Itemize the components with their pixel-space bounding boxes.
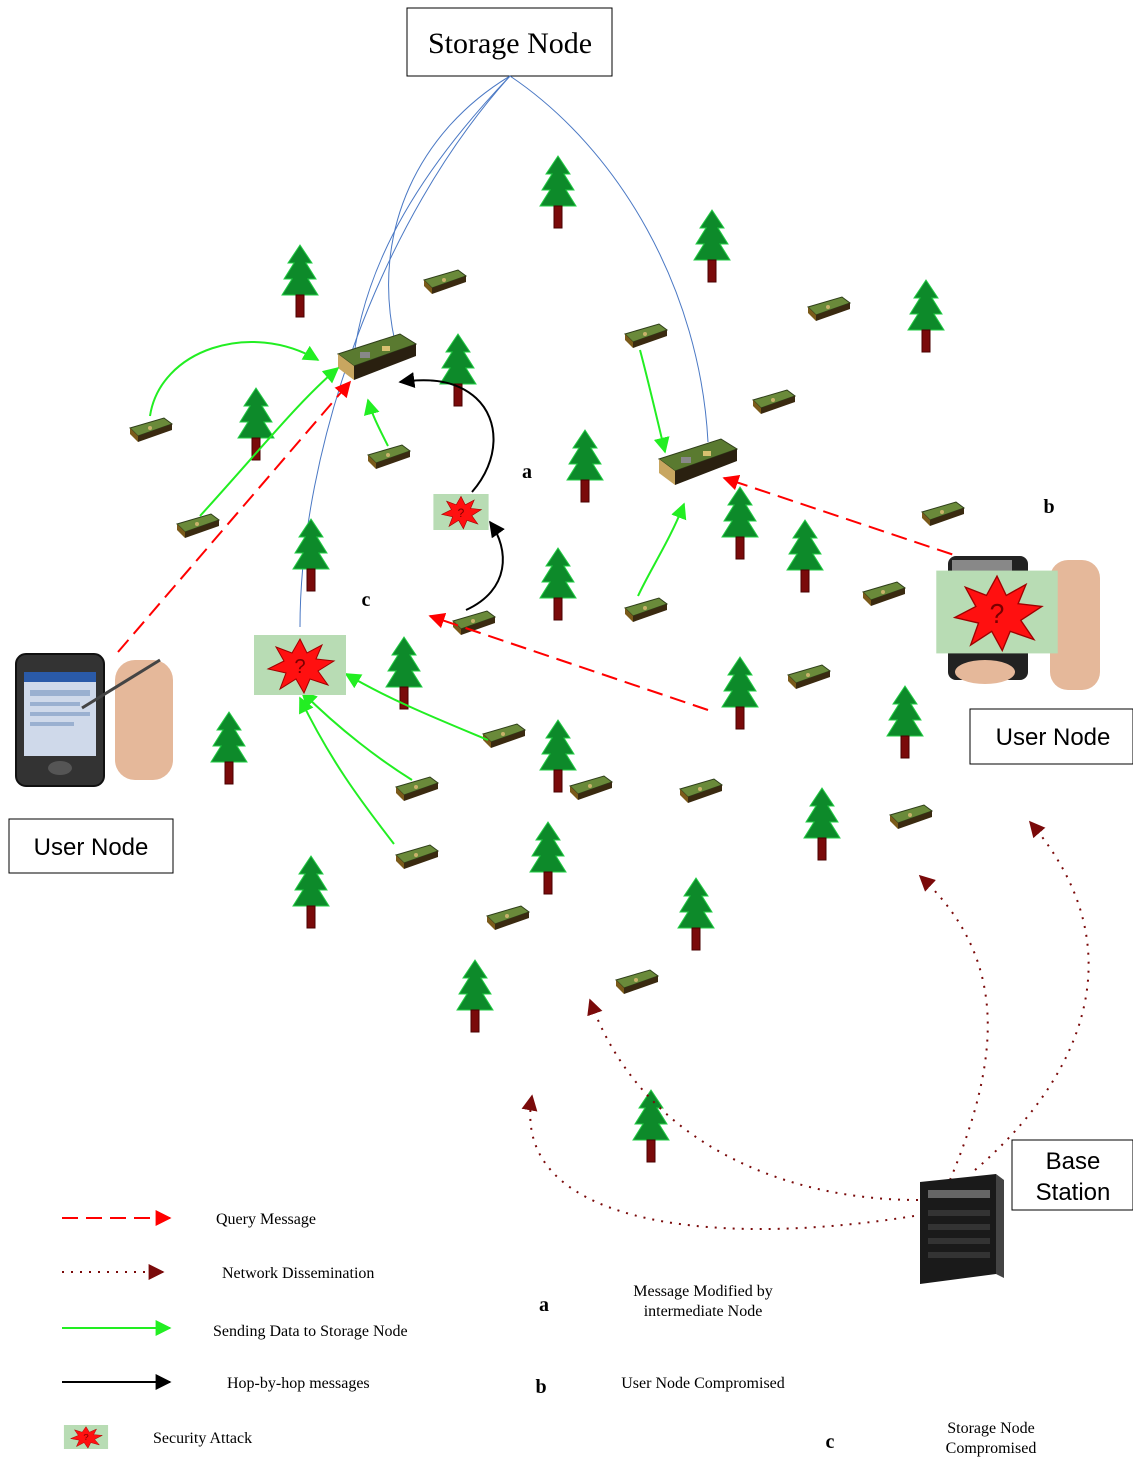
pine-tree-icon (292, 855, 330, 929)
pine-tree-icon (786, 519, 824, 593)
key-c-line1: Storage Node (947, 1420, 1035, 1437)
pine-tree-icon (886, 685, 924, 759)
pine-tree-icon (529, 821, 567, 895)
attack-key: a Message Modified by intermediate Node … (535, 1283, 1036, 1457)
hop-arrows (398, 372, 505, 611)
user-node-left-label: User Node (34, 834, 149, 861)
pine-tree-icon (566, 429, 604, 503)
legend-attack-icon (63, 1424, 109, 1450)
pine-tree-icon (803, 787, 841, 861)
security-attack-icon (253, 634, 347, 696)
storage-mote-right-icon (658, 438, 738, 486)
security-attack-icon (433, 493, 489, 531)
legend-hop-label: Hop-by-hop messages (227, 1375, 370, 1392)
storage-node-label: Storage Node (428, 27, 592, 60)
sensor-mote-icon (367, 444, 411, 470)
data-flow-arrows (149, 340, 687, 845)
pine-tree-icon (721, 486, 759, 560)
marker-c: c (362, 589, 371, 611)
base-station-label-line1: Base (1046, 1148, 1101, 1175)
pine-tree-icon (721, 656, 759, 730)
pine-tree-icon (677, 877, 715, 951)
base-station-label-line2: Station (1036, 1179, 1111, 1206)
pine-tree-icon (456, 959, 494, 1033)
sensor-mote-icon (129, 417, 173, 443)
sensor-mote-icon (486, 905, 530, 931)
base-station-box (1011, 1139, 1133, 1211)
sensor-mote-icon (569, 775, 613, 801)
sensor-mote-icon (807, 296, 851, 322)
marker-b: b (1043, 496, 1054, 518)
query-arrows (117, 380, 976, 711)
sensor-mote-icon (482, 723, 526, 749)
pine-tree-icon (237, 387, 275, 461)
dissemination-arrows (521, 820, 1090, 1231)
legend-sending-label: Sending Data to Storage Node (213, 1323, 408, 1340)
key-c-letter: c (826, 1431, 835, 1453)
legend-dissemination-label: Network Dissemination (222, 1265, 374, 1282)
user-node-right-label: User Node (996, 724, 1111, 751)
pine-tree-icon (539, 155, 577, 229)
sensor-mote-icon (787, 664, 831, 690)
sensor-mote-icon (624, 597, 668, 623)
server-icon (920, 1174, 1004, 1284)
sensor-mote-icon (395, 844, 439, 870)
key-b-letter: b (535, 1376, 546, 1398)
sensor-mote-icon (624, 323, 668, 349)
key-b-text: User Node Compromised (621, 1375, 785, 1392)
pine-tree-icon (693, 209, 731, 283)
key-c-line2: Compromised (946, 1440, 1037, 1457)
security-attack-icon (935, 569, 1059, 655)
sensor-mote-icon (615, 969, 659, 995)
legend: Query Message Network Dissemination Send… (62, 1210, 408, 1450)
storage-node-box (406, 7, 613, 77)
sensor-mote-icon (752, 389, 796, 415)
compromised-user-node-right (935, 556, 1100, 690)
sensor-mote-icon (679, 778, 723, 804)
sensor-mote-icon (889, 804, 933, 830)
sensor-mote-icon (423, 269, 467, 295)
key-a-line2: intermediate Node (644, 1303, 763, 1320)
storage-mote-left-icon (337, 333, 417, 381)
pine-tree-icon (292, 518, 330, 592)
key-a-letter: a (539, 1294, 549, 1316)
marker-a: a (522, 461, 532, 483)
pine-tree-icon (632, 1089, 670, 1163)
user-node-left-box (8, 818, 174, 874)
legend-attack-label: Security Attack (153, 1430, 252, 1447)
pine-tree-icon (539, 547, 577, 621)
pine-tree-icon (539, 719, 577, 793)
pda-device-icon (15, 653, 173, 787)
legend-query-label: Query Message (216, 1211, 316, 1228)
sensor-mote-icon (862, 581, 906, 607)
pine-tree-icon (281, 244, 319, 318)
pine-tree-icon (439, 333, 477, 407)
sensor-mote-icon (395, 776, 439, 802)
sensor-mote-icon (176, 513, 220, 539)
sensor-mote-icon (921, 501, 965, 527)
pine-tree-icon (907, 279, 945, 353)
pine-tree-icon (210, 711, 248, 785)
key-a-line1: Message Modified by (633, 1283, 773, 1300)
user-node-right-box (969, 708, 1133, 765)
